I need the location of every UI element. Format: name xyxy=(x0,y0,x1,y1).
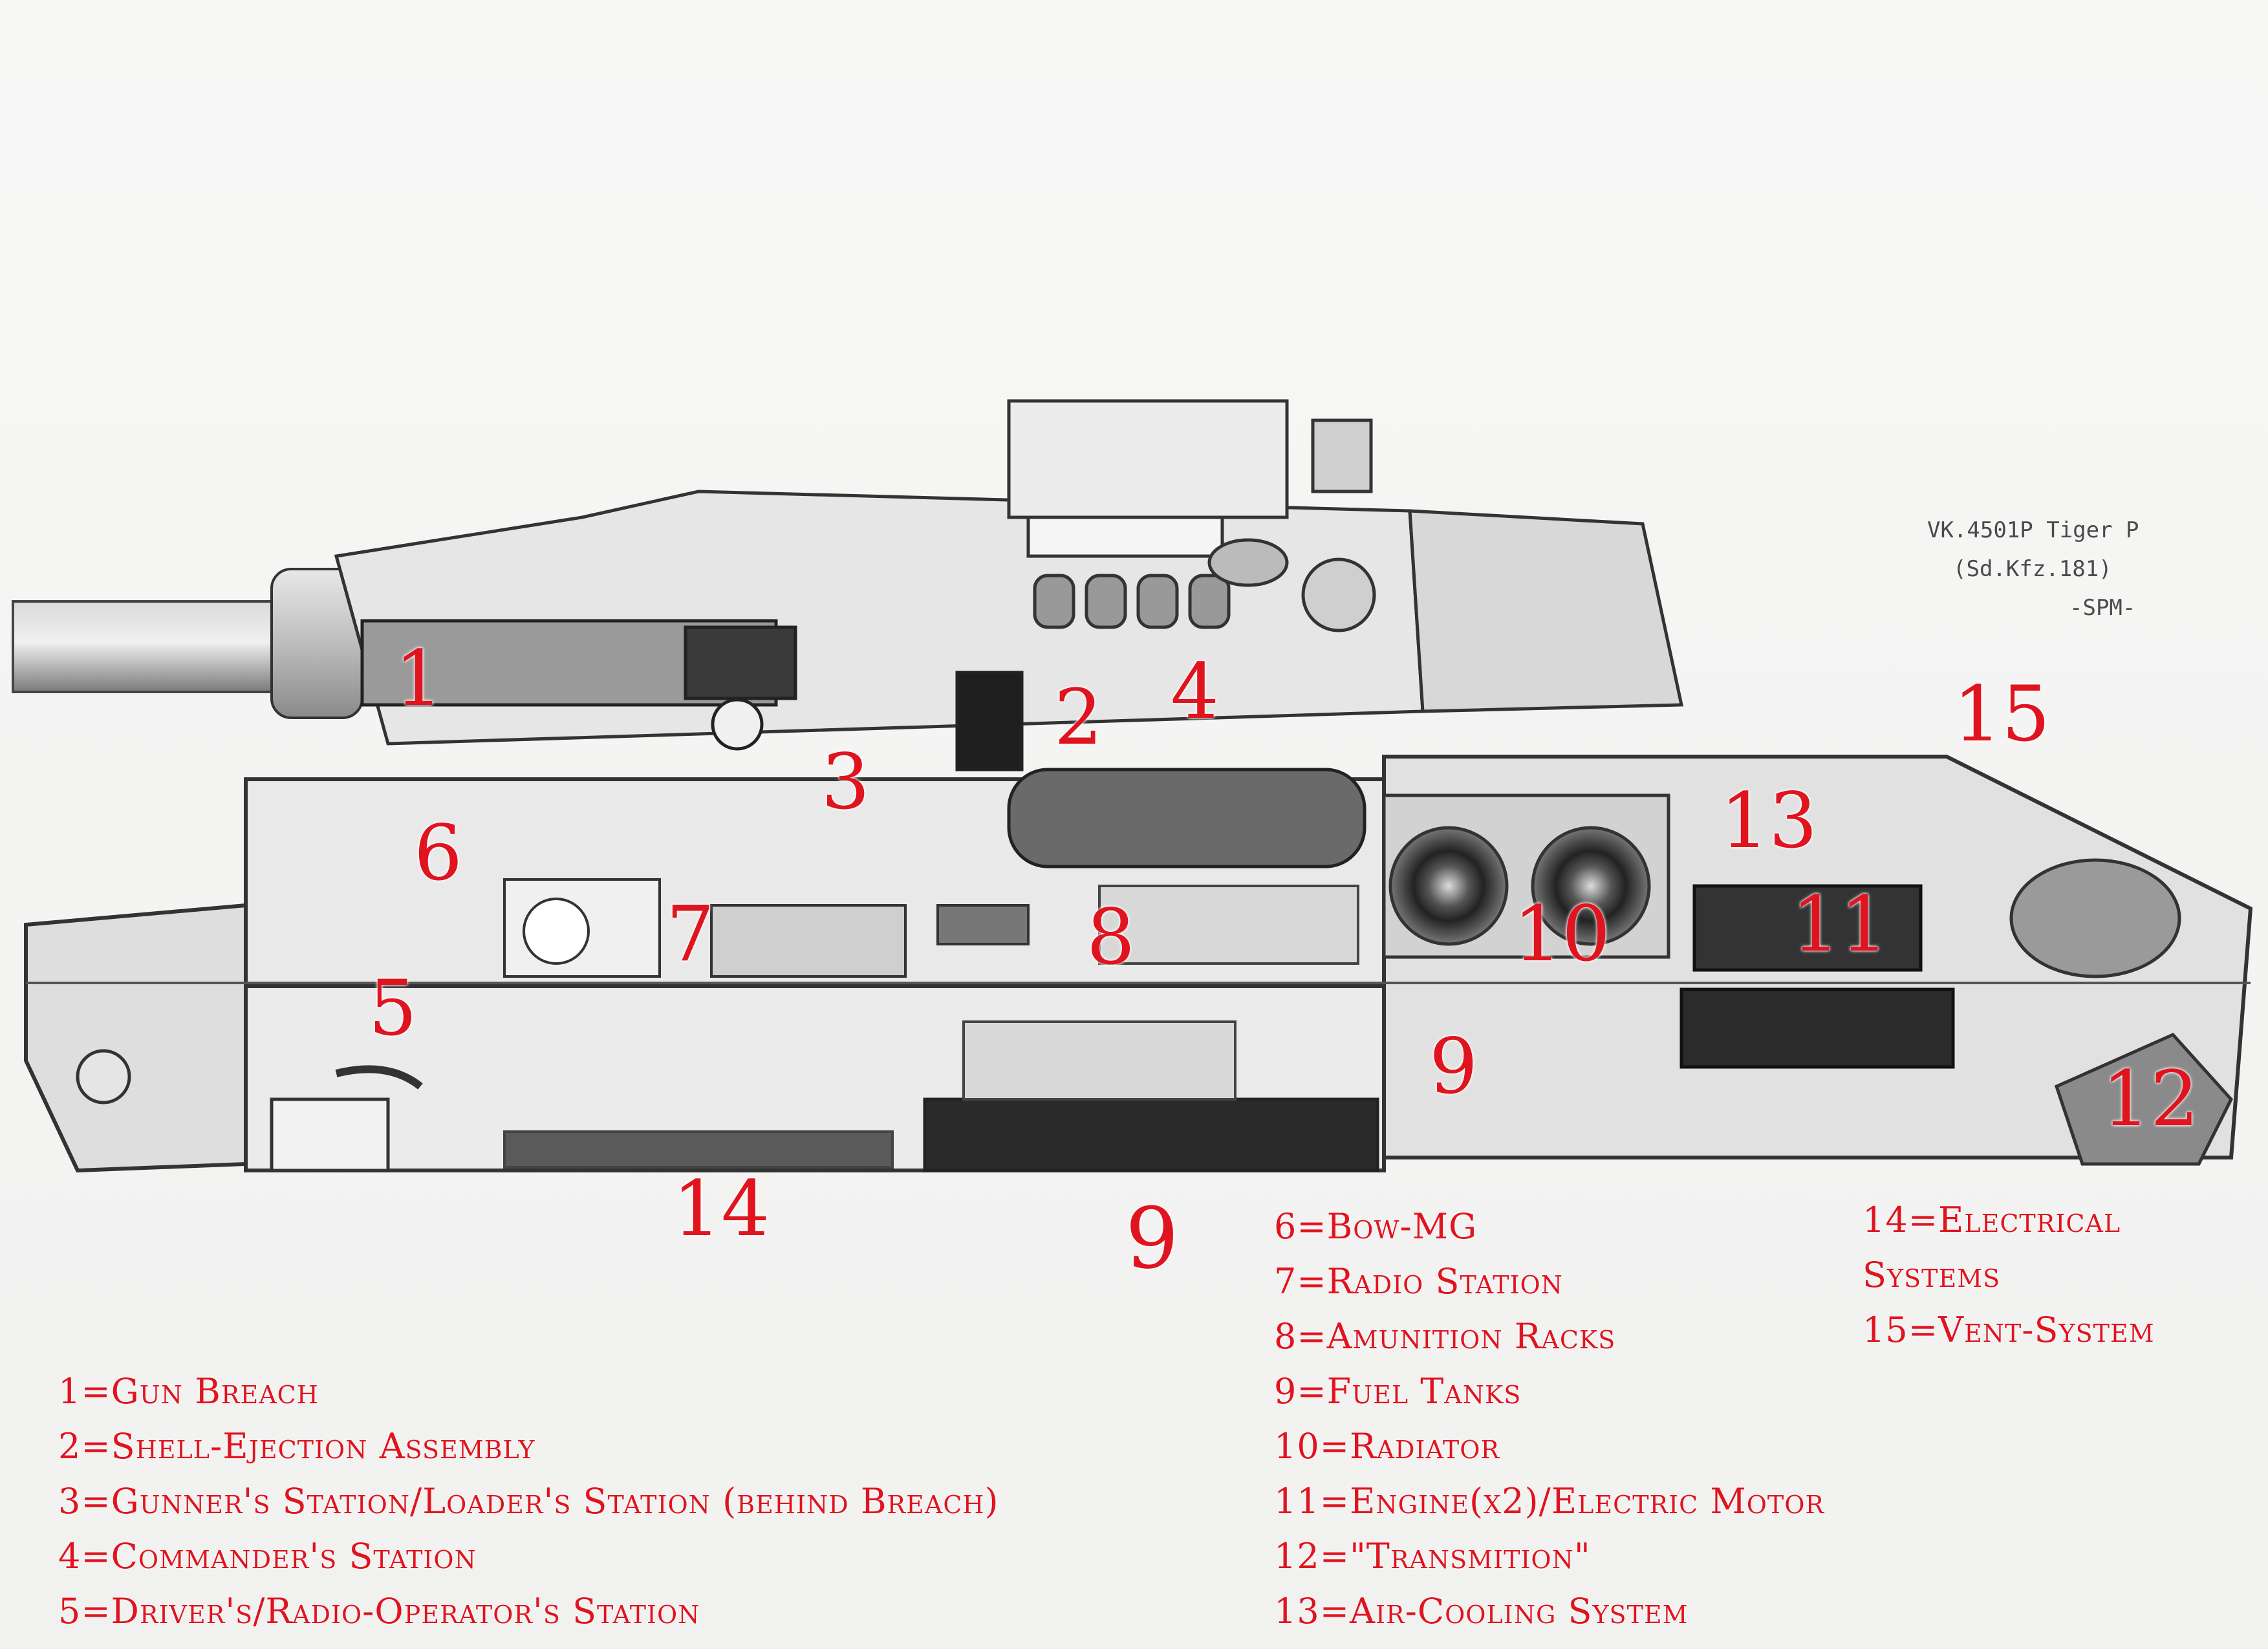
callout-14: 14 xyxy=(673,1164,770,1253)
callout-12: 12 xyxy=(2102,1054,2199,1143)
legend-item-8: 8=Amunition Racks xyxy=(1274,1316,1616,1357)
legend-item-4: 4=Commander's Station xyxy=(58,1536,477,1577)
electrical-systems xyxy=(503,1130,894,1169)
callout-4: 4 xyxy=(1171,647,1220,736)
drivers-station xyxy=(76,1049,423,1172)
signature-artist: -SPM- xyxy=(2069,595,2136,621)
callout-6: 6 xyxy=(414,808,463,898)
legend-item-3: 3=Gunner's Station/Loader's Station (beh… xyxy=(58,1481,999,1522)
legend-item-14-cont: Systems xyxy=(1863,1255,2001,1295)
fuel-tank xyxy=(923,768,1379,1172)
legend-item-15: 15=Vent-System xyxy=(1863,1310,2155,1350)
legend-item-14: 14=Electrical xyxy=(1863,1200,2121,1240)
callout-13: 13 xyxy=(1720,776,1818,865)
callout-7: 7 xyxy=(666,889,715,978)
radio-panel xyxy=(503,878,1030,978)
legend-item-10: 10=Radiator xyxy=(1274,1426,1500,1467)
transmission xyxy=(2009,858,2233,1166)
callout-3: 3 xyxy=(821,737,870,826)
legend-item-5: 5=Driver's/Radio-Operator's Station xyxy=(58,1591,700,1632)
legend-item-13: 13=Air-Cooling System xyxy=(1274,1591,1689,1632)
callout-15: 15 xyxy=(1953,669,2051,759)
gun-barrel xyxy=(12,568,363,719)
legend-item-6: 6=Bow-MG xyxy=(1274,1206,1478,1247)
callout-2: 2 xyxy=(1054,673,1103,762)
radiator-fans xyxy=(1382,793,1670,959)
callout-1: 1 xyxy=(394,634,444,723)
callout-11: 11 xyxy=(1791,879,1889,969)
engines xyxy=(1679,884,1955,1069)
callout-9-lower: 9 xyxy=(1125,1189,1179,1288)
signature-designation: (Sd.Kfz.181) xyxy=(1953,556,2112,582)
gun-breach-assembly xyxy=(360,619,1024,771)
legend-item-1: 1=Gun Breach xyxy=(58,1371,319,1412)
turret xyxy=(334,399,1684,746)
legend-item-9: 9=Fuel Tanks xyxy=(1274,1371,1522,1412)
legend-item-12: 12="Transmition" xyxy=(1274,1536,1591,1577)
signature-title: VK.4501P Tiger P xyxy=(1927,517,2139,543)
callout-10: 10 xyxy=(1513,889,1611,978)
legend-item-2: 2=Shell-Ejection Assembly xyxy=(58,1426,535,1467)
ammo-racks xyxy=(962,885,1359,1101)
callout-5: 5 xyxy=(369,964,418,1053)
legend-item-7: 7=Radio Station xyxy=(1274,1261,1563,1302)
callout-8: 8 xyxy=(1086,892,1136,982)
callout-9-tank: 9 xyxy=(1429,1022,1478,1111)
legend-item-11: 11=Engine(x2)/Electric Motor xyxy=(1274,1481,1824,1522)
